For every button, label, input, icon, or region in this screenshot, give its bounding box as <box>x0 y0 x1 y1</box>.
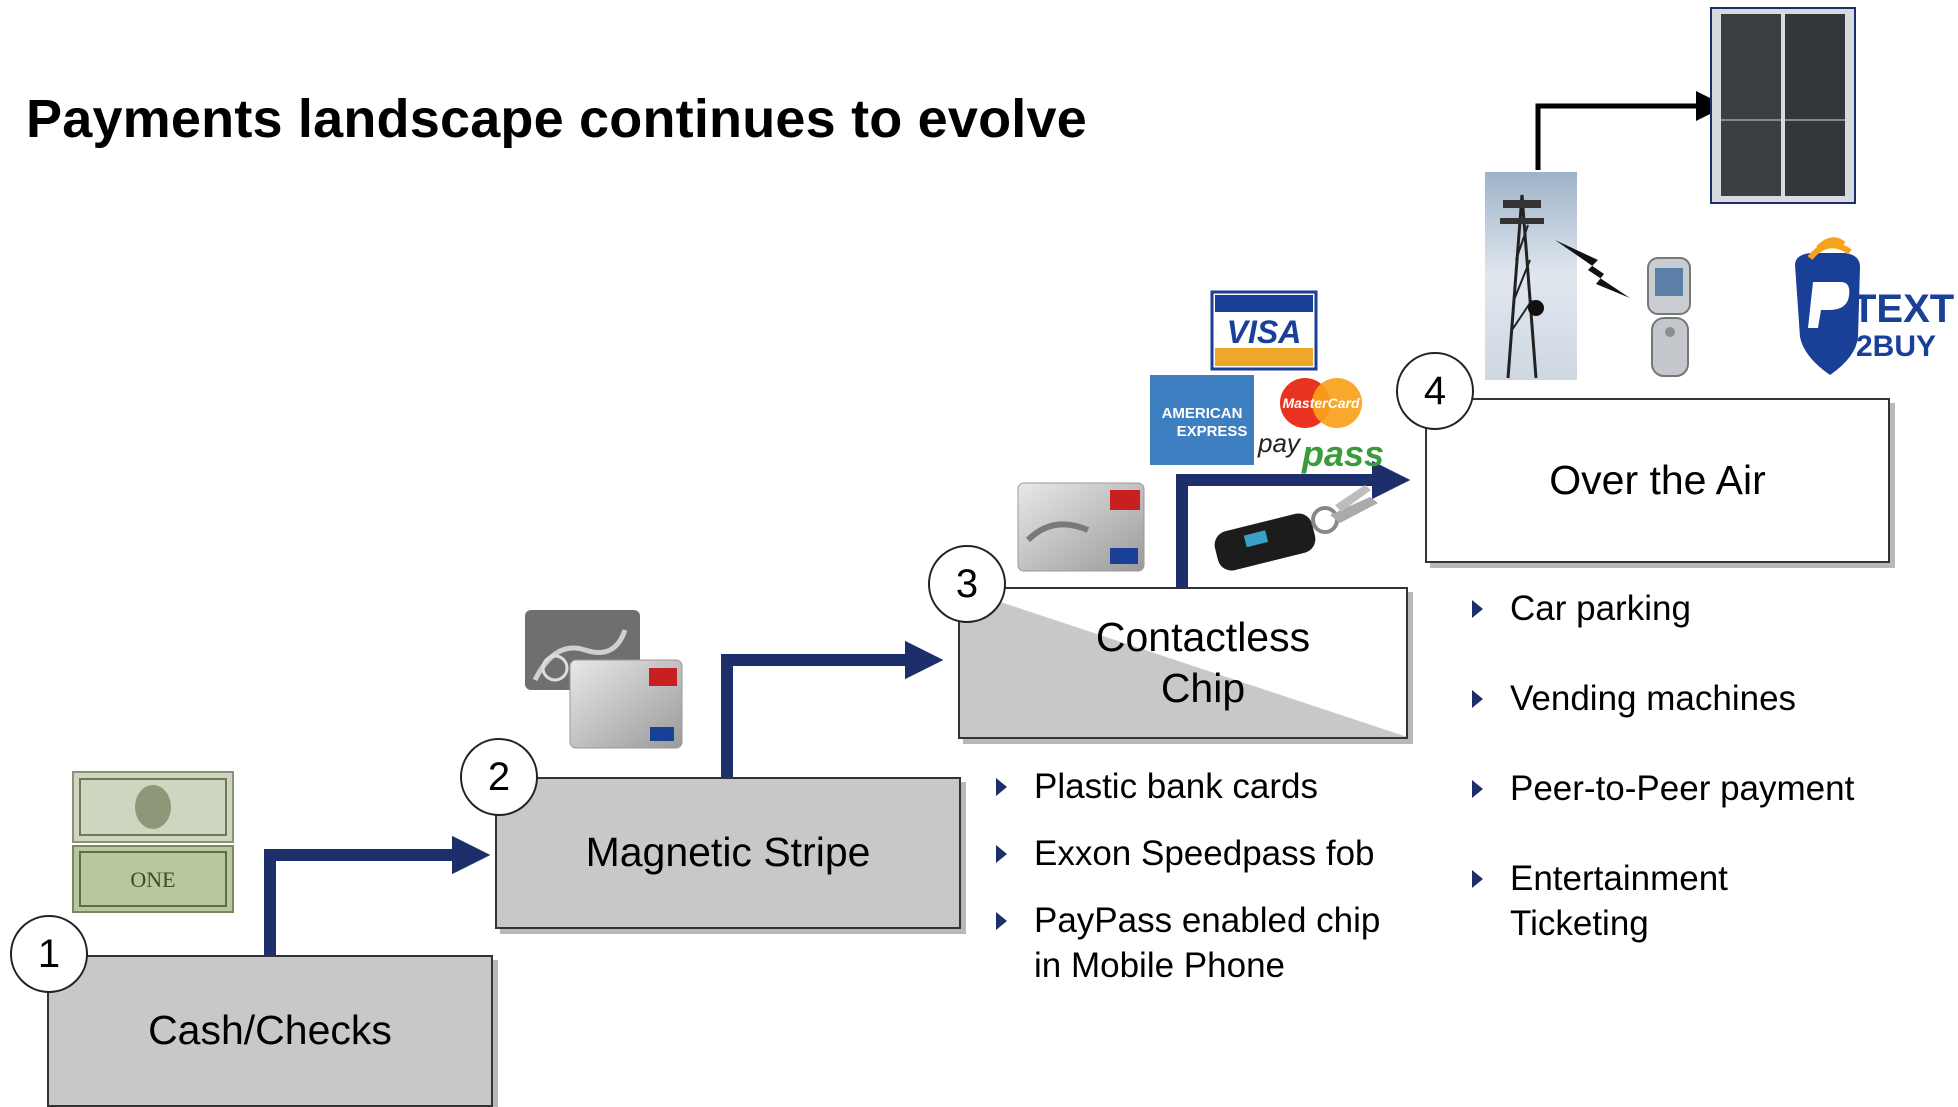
list-item: Plastic bank cards <box>990 764 1410 809</box>
dollar-bills-image: ONE <box>72 771 234 913</box>
wireless-signal-bolt <box>1555 240 1630 298</box>
stage-label: Over the Air <box>1549 456 1766 503</box>
ota-bullet-list: Car parking Vending machines Peer-to-Pee… <box>1466 586 1926 946</box>
visa-logo: VISA <box>1210 290 1318 371</box>
stage-number-3: 3 <box>928 545 1006 623</box>
stage-number-4: 4 <box>1396 352 1474 430</box>
contactless-bullet-list: Plastic bank cards Exxon Speedpass fob P… <box>990 764 1410 988</box>
text2buy-logo: TEXT 2BUY <box>1795 237 1954 375</box>
stage-cash-checks: Cash/Checks <box>47 955 493 1107</box>
svg-text:MasterCard: MasterCard <box>1282 395 1359 411</box>
contactless-card-image <box>1017 482 1145 572</box>
mobile-phone-image <box>1647 257 1691 377</box>
svg-text:TEXT: TEXT <box>1852 287 1954 331</box>
list-item: Car parking <box>1466 586 1926 631</box>
stage-magnetic-stripe: Magnetic Stripe <box>495 777 961 929</box>
step-arrow-1-to-2 <box>264 835 491 955</box>
tower-to-server-arrow <box>1535 91 1726 170</box>
stage-label-line1: Contactless <box>1095 613 1311 660</box>
stage-label-line2: Chip <box>1160 665 1246 711</box>
step-arrow-3-to-4 <box>1176 460 1411 587</box>
stage-label: Magnetic Stripe <box>585 829 871 876</box>
dollar-word: ONE <box>130 867 175 892</box>
mastercard-logo: MasterCard <box>1280 378 1362 428</box>
stage-contactless-chip: Contactless Chip <box>958 587 1408 739</box>
list-item: Entertainment Ticketing <box>1466 856 1770 946</box>
amex-logo: AMERICAN EXPRESS <box>1150 375 1254 465</box>
svg-text:VISA: VISA <box>1227 314 1302 350</box>
cell-tower-image <box>1485 172 1577 380</box>
magnetic-cards-image <box>525 610 683 749</box>
svg-text:AMERICAN: AMERICAN <box>1162 405 1243 422</box>
page-title: Payments landscape continues to evolve <box>26 89 1087 149</box>
speedpass-fob-image <box>1214 485 1378 571</box>
list-item: PayPass enabled chip in Mobile Phone <box>990 898 1410 988</box>
svg-text:EXPRESS: EXPRESS <box>1177 423 1248 440</box>
stage-label: Cash/Checks <box>148 1007 392 1054</box>
paypass-logo: pay pass <box>1257 428 1384 474</box>
step-arrow-2-to-3 <box>721 640 944 777</box>
stage-number-1: 1 <box>10 915 88 993</box>
stage-number-2: 2 <box>460 738 538 816</box>
list-item: Vending machines <box>1466 676 1926 721</box>
list-item: Exxon Speedpass fob <box>990 831 1410 876</box>
svg-text:2BUY: 2BUY <box>1856 330 1936 363</box>
server-image <box>1710 7 1856 204</box>
list-item: Peer-to-Peer payment <box>1466 766 1926 811</box>
svg-text:pass: pass <box>1301 433 1384 474</box>
svg-text:pay: pay <box>1257 428 1302 458</box>
stage-over-the-air: Over the Air <box>1425 398 1890 563</box>
